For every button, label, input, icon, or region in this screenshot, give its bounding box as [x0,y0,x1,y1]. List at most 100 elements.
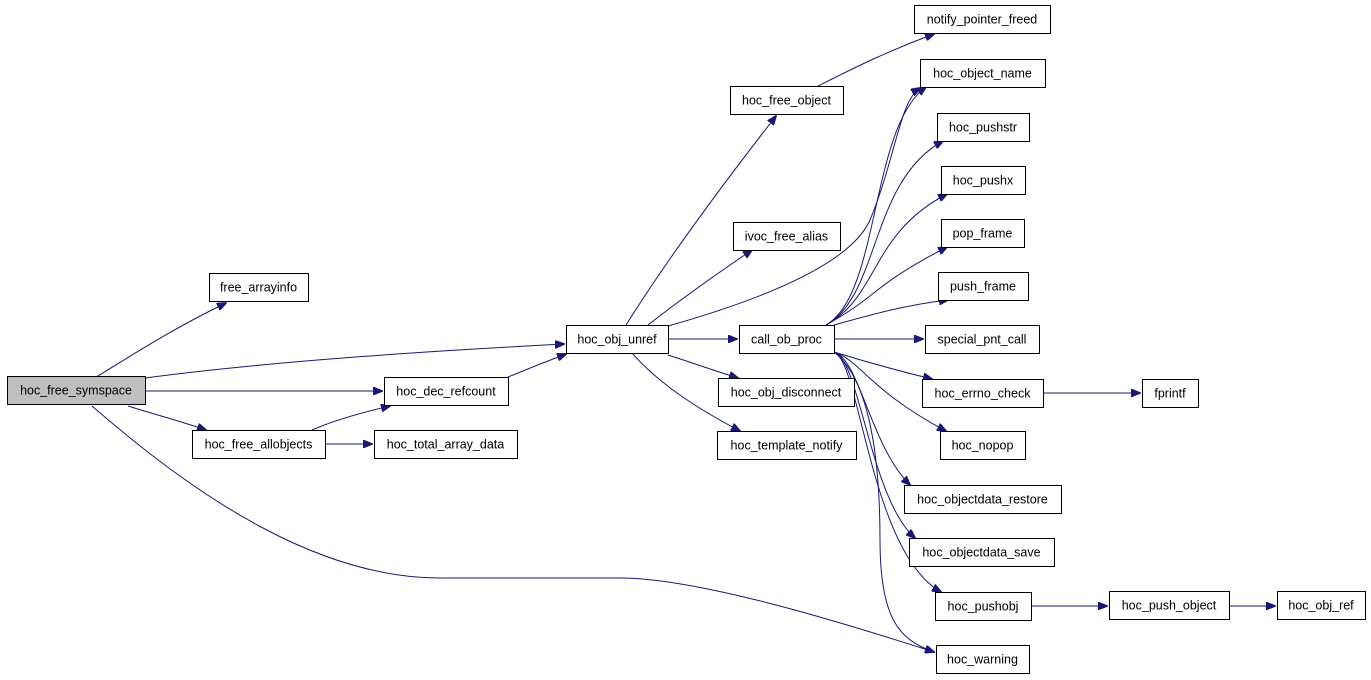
node-label: hoc_obj_ref [1288,599,1354,613]
edge-hoc_free_symspace-to-hoc_warning [91,405,934,652]
node-hoc-pushobj[interactable]: hoc_pushobj [935,592,1032,621]
edge-hoc_obj_unref-to-ivoc_free_alias [647,250,752,326]
node-label: hoc_pushstr [949,121,1017,135]
node-special-pnt-call[interactable]: special_pnt_call [925,325,1040,354]
node-label: hoc_objectdata_save [922,546,1040,560]
node-box [925,325,1040,354]
node-hoc-dec-refcount[interactable]: hoc_dec_refcount [384,377,509,406]
node-box [566,325,669,354]
node-label: hoc_object_name [933,67,1032,81]
node-hoc-obj-disconnect[interactable]: hoc_obj_disconnect [718,378,855,407]
edge-arrow [127,405,206,430]
node-box [909,538,1055,567]
node-box [940,431,1026,460]
node-label: hoc_objectdata_restore [917,493,1048,507]
node-hoc-object-name[interactable]: hoc_object_name [920,59,1046,88]
node-label: hoc_free_allobjects [205,438,313,452]
node-box [1277,591,1366,620]
edge-call_ob_proc-to-push_frame [833,300,948,326]
node-label: special_pnt_call [938,333,1027,347]
node-hoc-obj-unref[interactable]: hoc_obj_unref [566,325,669,354]
node-fprintf[interactable]: fprintf [1142,379,1199,408]
node-label: hoc_free_object [742,94,831,108]
node-box [935,592,1032,621]
edge-arrow [667,88,920,327]
node-hoc-objectdata-restore[interactable]: hoc_objectdata_restore [904,485,1062,514]
edge-arrow [647,250,752,326]
node-hoc-pushstr[interactable]: hoc_pushstr [937,113,1030,142]
node-label: hoc_dec_refcount [396,385,496,399]
node-label: hoc_obj_unref [577,333,657,347]
node-label: hoc_obj_disconnect [731,386,842,400]
edge-arrow [311,406,390,431]
edge-arrow [825,194,947,326]
node-box [936,645,1030,674]
node-label: call_ob_proc [751,333,822,347]
edge-arrow [631,352,740,431]
edge-hoc_obj_unref-to-hoc_free_object [625,116,776,326]
node-box [733,222,841,251]
node-box [941,219,1025,248]
node-pop-frame[interactable]: pop_frame [941,219,1025,248]
node-box [718,378,855,407]
edge-arrow [833,351,946,431]
node-box [374,430,518,459]
edge-arrow [833,351,932,379]
node-label: hoc_pushx [953,174,1014,188]
node-push-frame[interactable]: push_frame [938,272,1029,301]
node-label: free_arrayinfo [220,281,297,295]
node-hoc-free-object[interactable]: hoc_free_object [730,86,844,115]
edge-call_ob_proc-to-hoc_errno_check [833,351,932,379]
node-label: ivoc_free_alias [745,230,828,244]
node-box [192,430,326,459]
edge-arrow [817,34,934,87]
node-box [209,273,309,302]
node-ivoc-free-alias[interactable]: ivoc_free_alias [733,222,841,251]
edge-call_ob_proc-to-hoc_pushobj [833,351,941,592]
node-label: push_frame [950,280,1016,294]
node-box [904,485,1062,514]
node-box [938,272,1029,301]
node-hoc-total-array-data[interactable]: hoc_total_array_data [374,430,518,459]
node-box [730,86,844,115]
node-box [937,113,1030,142]
node-hoc-errno-check[interactable]: hoc_errno_check [922,379,1044,408]
node-box [941,166,1026,195]
edge-hoc_obj_unref-to-hoc_template_notify [631,352,740,431]
edge-call_ob_proc-to-pop_frame [825,247,947,326]
node-hoc-pushx[interactable]: hoc_pushx [941,166,1026,195]
edge-arrow [825,87,926,326]
node-hoc-objectdata-save[interactable]: hoc_objectdata_save [909,538,1055,567]
node-call-ob-proc[interactable]: call_ob_proc [739,325,835,354]
node-hoc-free-symspace[interactable]: hoc_free_symspace [7,376,146,405]
node-box [717,431,857,460]
edge-arrow [833,351,941,592]
edge-call_ob_proc-to-hoc_pushx [825,194,947,326]
node-free-arrayinfo[interactable]: free_arrayinfo [209,273,309,302]
node-label: hoc_nopop [952,439,1014,453]
node-hoc-obj-ref[interactable]: hoc_obj_ref [1277,591,1366,620]
node-box [739,325,835,354]
edge-hoc_free_allobjects-to-hoc_dec_refcount [311,406,390,431]
edge-call_ob_proc-to-hoc_warning [833,351,934,652]
edge-hoc_obj_unref-to-hoc_obj_disconnect [667,354,738,378]
edge-arrow [625,116,776,326]
node-box [384,377,509,406]
node-label: pop_frame [953,227,1013,241]
edge-arrow [825,247,947,326]
node-hoc-template-notify[interactable]: hoc_template_notify [717,431,857,460]
edge-arrow [833,300,948,326]
node-hoc-free-allobjects[interactable]: hoc_free_allobjects [192,430,326,459]
node-label: hoc_pushobj [948,600,1019,614]
node-box [7,376,146,405]
node-label: hoc_errno_check [935,387,1032,401]
node-notify-pointer-freed[interactable]: notify_pointer_freed [914,5,1051,34]
node-label: hoc_free_symspace [20,384,132,398]
node-label: hoc_total_array_data [387,438,504,452]
node-hoc-warning[interactable]: hoc_warning [936,645,1030,674]
node-hoc-push-object[interactable]: hoc_push_object [1109,591,1230,620]
edge-hoc_free_object-to-notify_pointer_freed [817,34,934,87]
node-hoc-nopop[interactable]: hoc_nopop [940,431,1026,460]
edge-arrow [833,351,910,485]
edge-arrow [97,303,226,377]
